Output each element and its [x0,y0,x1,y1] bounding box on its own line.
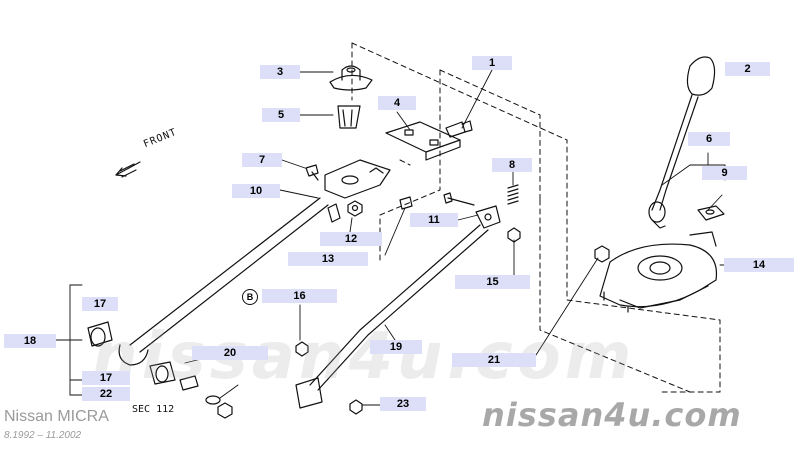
nut-part-21 [594,245,610,263]
callout-11: 11 [410,213,458,227]
callout-5: 5 [262,108,300,122]
front-arrow-icon [115,161,141,178]
housing-part-14 [599,231,718,313]
bushing-part-17a [87,321,113,347]
callout-10: 10 [232,184,280,198]
collar-part-22 [179,375,199,391]
callout-4: 4 [378,96,416,110]
circled-mark: B [242,289,258,305]
callout-23: 23 [380,397,426,411]
brand-dates: 8.1992 – 11.2002 [4,430,82,441]
spring-part-8 [507,184,519,205]
callout-20: 20 [192,346,268,360]
shift-lever-part-6 [648,94,699,229]
bushing-part-17b [149,361,176,385]
callout-3: 3 [260,65,300,79]
callout-14: 14 [724,258,794,272]
callout-6: 6 [688,132,730,146]
bolt-part-7 [305,164,319,181]
callout-8: 8 [492,158,532,172]
bracket-part-4 [385,121,461,161]
brand-model: Nissan MICRA [4,408,109,425]
mount-part-3 [329,65,373,91]
watermark-text: nissan4u.com [92,320,636,394]
callout-17-lower: 17 [82,371,130,385]
nut-part-22b [217,402,233,419]
callout-19: 19 [370,340,422,354]
bracket-part-15 [475,205,501,229]
callout-9: 9 [702,166,747,180]
bushing-part-5 [337,105,361,129]
callout-15: 15 [455,275,530,289]
control-lever-part-10 [324,159,391,199]
washer-part-20 [205,395,221,405]
callout-18: 18 [4,334,56,348]
callout-1: 1 [472,56,512,70]
select-rod-part-18 [118,197,329,366]
section-reference: SEC 112 [132,404,175,415]
control-rod-part-19 [295,224,489,409]
clip-part-13 [399,196,413,210]
nut-part-16 [295,341,309,357]
callout-22: 22 [82,387,130,401]
callout-16: 16 [262,289,337,303]
bolt-part-11 [443,192,475,206]
shift-knob-part-2 [686,56,716,96]
callout-21: 21 [452,353,536,367]
callout-17-upper: 17 [82,297,118,311]
brand-site: nissan4u.com [482,396,742,434]
nut-part-15b [507,227,521,243]
callout-2: 2 [725,62,770,76]
boot-part-9 [697,205,725,221]
nut-part-23 [349,399,363,415]
nut-part-12 [327,200,363,223]
callout-13: 13 [288,252,368,266]
callout-7: 7 [242,153,282,167]
bolt-part-1 [445,120,473,138]
callout-12: 12 [320,232,382,246]
